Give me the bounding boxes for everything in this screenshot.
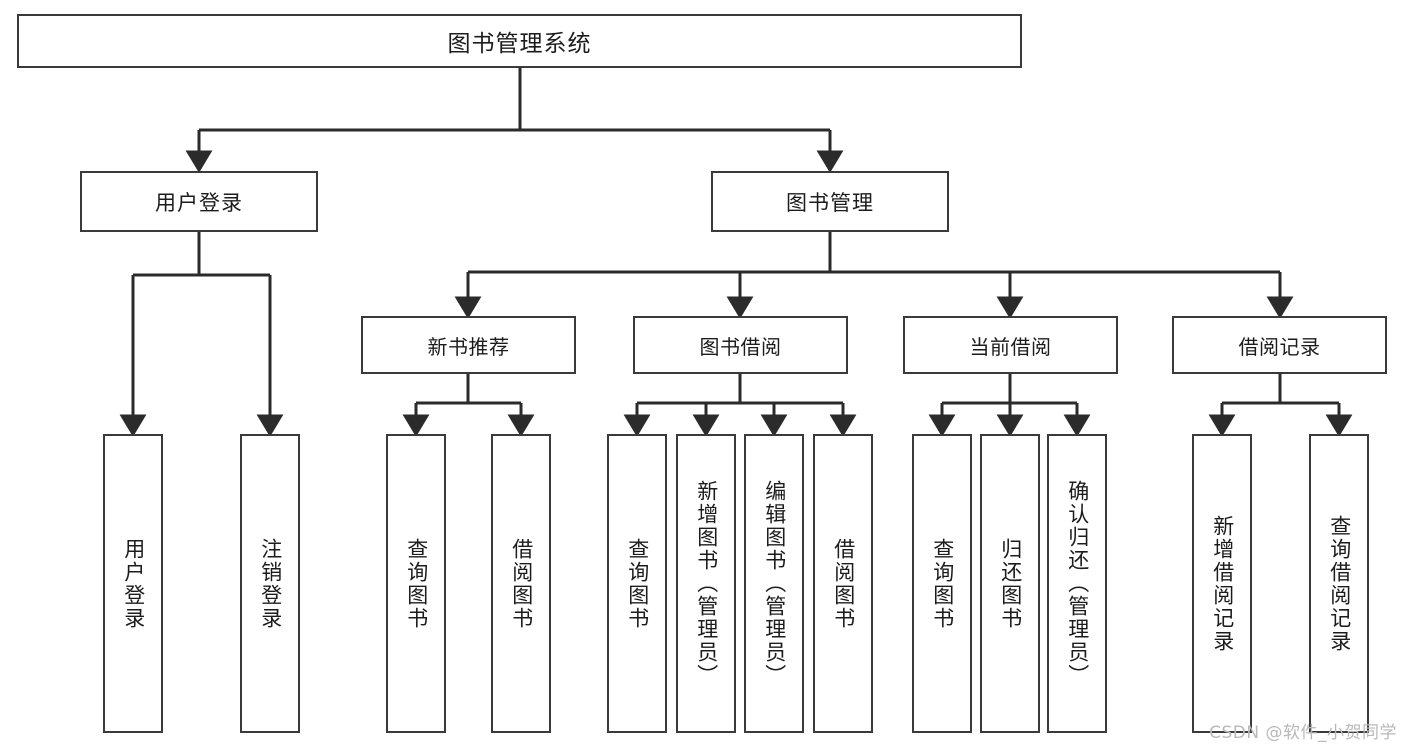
- leaf-current-return-book[interactable]: 归还图书: [980, 434, 1040, 733]
- node-label: 借阅图书: [831, 537, 856, 630]
- node-label: 查询图书: [930, 537, 955, 630]
- node-label: 归还图书: [998, 537, 1023, 630]
- node-label: 新书推荐: [427, 334, 510, 359]
- leaf-record-query[interactable]: 查询借阅记录: [1309, 434, 1369, 733]
- node-label: 图书管理系统: [447, 31, 592, 57]
- leaf-user-logout[interactable]: 注销登录: [240, 434, 300, 733]
- node-root-system[interactable]: 图书管理系统: [17, 14, 1022, 68]
- node-book-management[interactable]: 图书管理: [711, 171, 949, 232]
- node-label: 图书借阅: [699, 334, 782, 359]
- node-label: 当前借阅: [969, 334, 1052, 359]
- node-label: 注销登录: [258, 537, 283, 630]
- leaf-borrow-add-book-admin[interactable]: 新增图书（管理员）: [676, 434, 736, 733]
- leaf-borrow-borrow-book[interactable]: 借阅图书: [813, 434, 873, 733]
- node-label: 查询图书: [404, 537, 429, 630]
- node-user-login[interactable]: 用户登录: [80, 171, 318, 232]
- node-label: 图书管理: [786, 190, 874, 215]
- node-current-borrow[interactable]: 当前借阅: [903, 316, 1118, 374]
- leaf-new-book-query[interactable]: 查询图书: [386, 434, 446, 733]
- leaf-borrow-edit-book-admin[interactable]: 编辑图书（管理员）: [744, 434, 804, 733]
- node-label: 借阅图书: [509, 537, 534, 630]
- leaf-user-login[interactable]: 用户登录: [103, 434, 163, 733]
- leaf-current-query-book[interactable]: 查询图书: [912, 434, 972, 733]
- node-label: 查询图书: [625, 537, 650, 630]
- node-label: 用户登录: [121, 537, 146, 630]
- leaf-record-add[interactable]: 新增借阅记录: [1192, 434, 1252, 733]
- leaf-borrow-query-book[interactable]: 查询图书: [607, 434, 667, 733]
- node-label: 查询借阅记录: [1327, 514, 1352, 653]
- node-label: 新增借阅记录: [1210, 514, 1235, 653]
- node-label: 编辑图书（管理员）: [762, 480, 787, 687]
- leaf-current-confirm-return-admin[interactable]: 确认归还（管理员）: [1047, 434, 1107, 733]
- node-book-borrow[interactable]: 图书借阅: [633, 316, 848, 374]
- node-label: 用户登录: [155, 190, 243, 215]
- watermark: CSDN @软件_小贺同学: [1209, 723, 1397, 743]
- node-borrow-record[interactable]: 借阅记录: [1172, 316, 1387, 374]
- node-label: 借阅记录: [1238, 334, 1321, 359]
- leaf-new-book-borrow[interactable]: 借阅图书: [491, 434, 551, 733]
- node-new-book-recommend[interactable]: 新书推荐: [361, 316, 576, 374]
- node-label: 确认归还（管理员）: [1065, 480, 1090, 687]
- node-label: 新增图书（管理员）: [694, 480, 719, 687]
